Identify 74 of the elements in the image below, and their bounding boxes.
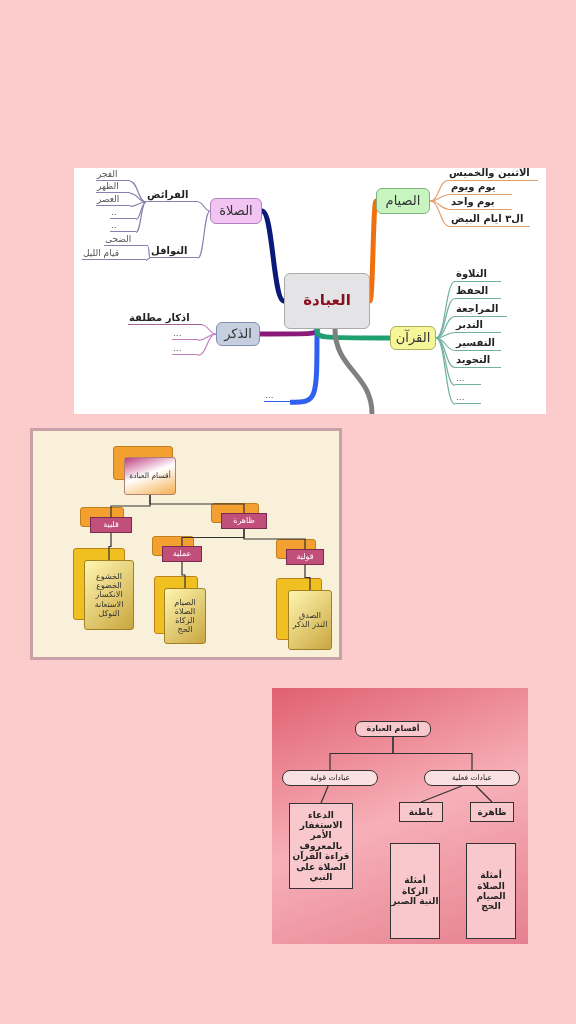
connector-line (332, 328, 375, 415)
connector-line (435, 297, 456, 339)
connector-line (129, 180, 147, 203)
connector-line (135, 201, 147, 220)
connector-line (145, 257, 151, 261)
branch-label: العصر (96, 194, 130, 207)
connector-line (243, 528, 306, 550)
branch-label: ... (172, 343, 198, 356)
branch-label: التجويد (455, 354, 501, 368)
branch-label: النوافل (150, 244, 198, 258)
branch-label: التفسير (455, 337, 501, 351)
topic-box: الصيام (376, 188, 430, 214)
list-card: أمثلة الصلاة الصيام الحج (466, 843, 516, 939)
category-box: باطنة (399, 802, 443, 822)
branch-label: الفجر (96, 169, 130, 182)
connector-line (197, 201, 211, 212)
connector-line (108, 532, 112, 561)
list-card: الصدق النذر الذكر (288, 590, 332, 650)
branch-label: ... (455, 392, 481, 405)
branch-label: الفرائض (146, 188, 198, 202)
topic-box: الصلاة (210, 198, 262, 224)
branch-label: ... (172, 328, 198, 341)
branch-label: يوم واحد (450, 196, 512, 210)
connector-line (290, 329, 320, 405)
category-box: ظاهرة (221, 513, 267, 529)
branch-label: .. (110, 220, 136, 233)
list-card: أمثلة الزكاة النية الصبر (390, 843, 440, 939)
branch-label: الاثنين والخميس (448, 167, 538, 181)
connector-line (201, 324, 217, 335)
connector-line (314, 328, 390, 341)
branch-label: ... (455, 373, 481, 386)
branch-label: المراجعة (455, 303, 507, 317)
connector-line (392, 736, 473, 771)
connector-line (260, 208, 286, 304)
category-box: قلبية (90, 517, 132, 533)
topic-box: العبادة (284, 273, 370, 329)
branch-label: ... (264, 390, 290, 403)
connector-line (181, 561, 186, 589)
connector-line (135, 201, 147, 233)
connector-line (304, 564, 311, 591)
connector-line (435, 337, 456, 405)
branch-label: التدبر (455, 319, 501, 333)
category-box: قولية (286, 549, 324, 565)
branch-label: قيام الليل (82, 248, 146, 261)
category-box: عملية (162, 546, 202, 562)
connector-line (197, 333, 217, 356)
branch-label: .. (110, 207, 136, 220)
connector-line (435, 337, 456, 386)
connector-line (149, 494, 245, 514)
connector-line (147, 245, 151, 259)
branch-label: الضحى (104, 234, 148, 247)
connector-line (320, 785, 329, 804)
connector-line (475, 785, 493, 803)
connector-line (197, 210, 211, 259)
branch-label: اذكار مطلقة (128, 311, 202, 325)
connector-line (429, 200, 451, 228)
list-card: الخشوع الخضوع الانكسار الاستعانة التوكل (84, 560, 134, 630)
connector-line (429, 200, 451, 211)
category-box: ظاهرة (470, 802, 514, 822)
topic-box: الذكر (216, 322, 260, 346)
branch-label: ال٣ ايام البيض (450, 213, 530, 227)
branch-label: الحفظ (455, 285, 501, 299)
connector-line (129, 201, 147, 207)
branch-label: الظهر (96, 181, 130, 194)
connector-line (129, 192, 147, 203)
category-box: أقسام العبادة (355, 721, 431, 737)
branch-label: يوم ويوم (450, 181, 512, 195)
topic-box: القرآن (390, 326, 436, 350)
connector-line (429, 193, 451, 202)
connector-line (435, 280, 456, 339)
list-card: الدعاء الاستغفار الأمر بالمعروف قراءة القرآن الصلاة على النبي (289, 803, 353, 889)
list-card: الصيام الصلاة الزكاة الحج (164, 588, 206, 644)
connector-line (367, 200, 379, 302)
branch-label: التلاوة (455, 268, 501, 282)
